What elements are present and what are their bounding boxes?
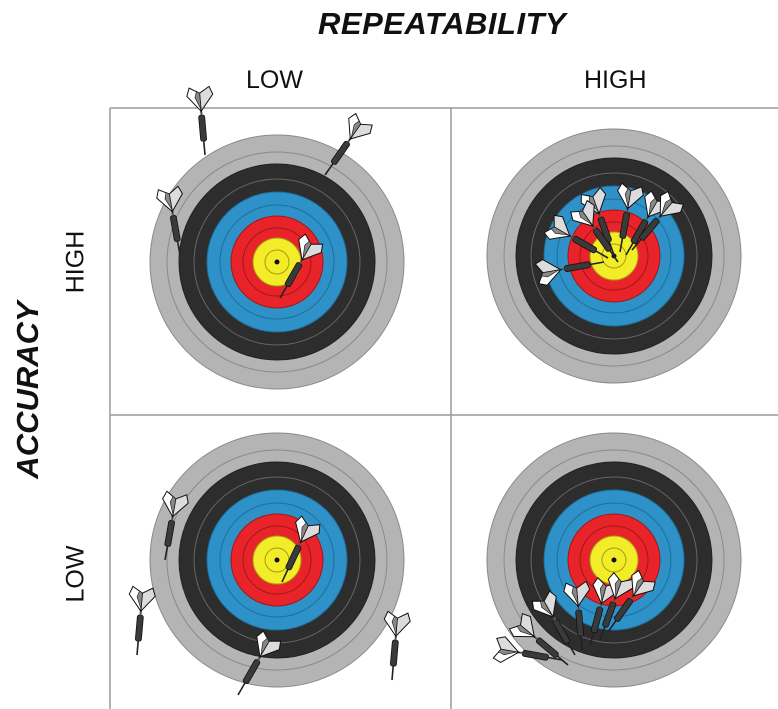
dart-barrel [572,235,598,254]
dart [162,490,189,561]
dart-flight-edge [648,197,658,216]
dart [563,580,591,651]
dart-flight-edge [169,495,177,515]
dart-flight-edge [136,590,143,610]
dart-barrel [639,217,660,241]
dart [543,214,609,259]
dart-flight-edge [164,192,173,210]
dart-barrel [535,637,559,658]
dart [279,233,324,299]
dart-barrel [170,215,181,242]
dart [599,571,634,641]
column-label-low: LOW [246,66,303,94]
column-label-high: HIGH [584,66,647,94]
dart-flight-edge [624,187,632,207]
dart-flight-edge [599,582,607,602]
dart-flight-edge [391,615,398,635]
dart-flight-edge [351,120,361,138]
target-center-dot [274,557,280,563]
dart [492,636,563,663]
dart-barrel [613,597,634,622]
dart-barrel [590,606,604,634]
dart-flight [140,587,156,613]
dart-barrel [552,619,571,645]
dart-flight [395,612,411,638]
dart-flight-edge [614,578,622,597]
dart-barrel [389,639,399,667]
dart-flight-edge [194,91,202,110]
dart [631,190,685,251]
dart [281,515,321,583]
dart [237,630,282,696]
target-low-repeatability-high-accuracy [149,134,405,390]
dart-flight-edge [497,648,517,656]
dart [617,182,644,253]
dart [570,199,619,263]
dart-flight-edge [578,210,592,225]
dart-barrel [575,609,585,637]
dart [607,569,656,633]
dart-flight-edge [634,577,644,595]
dart-flight-edge [301,522,309,541]
dart [508,612,569,666]
dart-flight-edge [541,269,559,278]
dart-barrel [242,659,261,685]
dart-barrel [619,212,630,239]
dart [186,85,214,156]
target-center-dot [274,259,280,265]
dart [324,112,373,176]
quadrant-grid [109,107,778,709]
dart-flight-edge [571,586,579,605]
target-center-dot [611,557,617,563]
dart-flight-edge [661,198,673,215]
dart [534,259,605,286]
dart-flight-edge [540,600,553,616]
dart [531,590,576,656]
dart-barrel [134,614,144,642]
dart-flight-edge [302,240,312,259]
dart-flight-edge [260,637,270,656]
dart-flight-edge [550,226,569,236]
dart-flight-edge [516,624,533,636]
dart [383,610,411,681]
dart-barrel [597,216,612,243]
target-high-repeatability-low-accuracy [486,432,742,688]
dart-barrel [198,114,208,142]
chart-title: REPEATABILITY [318,6,567,41]
dart [156,185,183,256]
dart-barrel [602,601,617,628]
dart [128,585,156,656]
